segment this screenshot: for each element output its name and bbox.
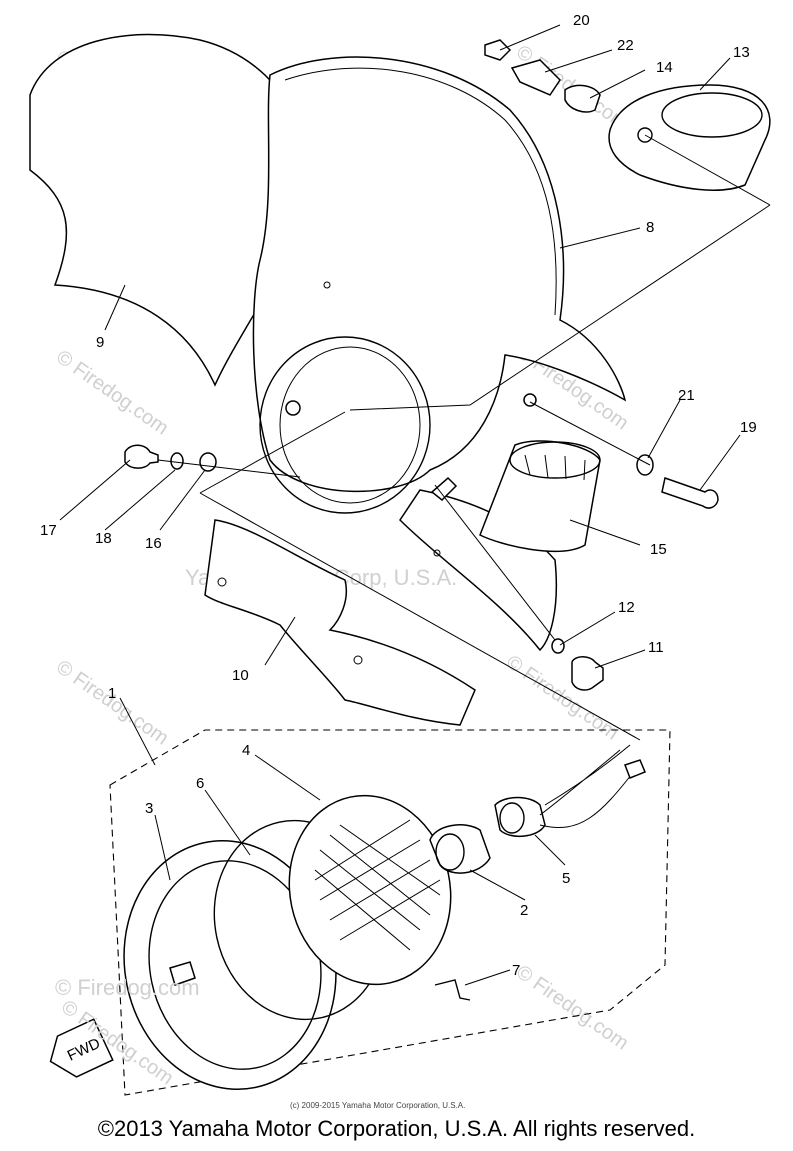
pilot-socket [494, 796, 546, 837]
assembly-line-f [434, 484, 556, 641]
leader-lines [59, 24, 741, 986]
callouts: 20 22 14 13 8 9 21 19 17 18 16 15 12 11 … [40, 12, 757, 979]
callout-1: 1 [108, 685, 116, 702]
cowl-side-hole [523, 393, 537, 407]
callout-22: 22 [617, 37, 634, 54]
washer-21 [636, 454, 654, 476]
callout-5: 5 [562, 870, 570, 887]
pilot-socket-face [499, 802, 525, 834]
washer-16 [199, 452, 217, 472]
watermark-bottom-right: © Firedog.com [512, 961, 632, 1054]
wire-connector [624, 759, 646, 779]
wire-harness [539, 744, 636, 829]
bracket-plate [204, 519, 476, 726]
lens-pattern [314, 819, 441, 951]
callout-12: 12 [618, 599, 635, 616]
callout-10: 10 [232, 667, 249, 684]
fork-clamp [608, 84, 771, 191]
headlight-cowl [252, 56, 627, 493]
cowl-edge [284, 67, 557, 316]
screw-17 [124, 444, 159, 469]
callout-7: 7 [512, 962, 520, 979]
bolt-19 [661, 477, 719, 509]
nut-20 [484, 39, 512, 61]
callout-15: 15 [650, 541, 667, 558]
assembly-line-g [157, 459, 301, 478]
fwd-arrow: FWD [49, 1018, 114, 1078]
assembly-line-e [529, 401, 651, 466]
cable-boot [479, 440, 601, 553]
bulb-socket [429, 824, 491, 874]
clamp-plate [510, 59, 561, 96]
assembly-line-b [644, 134, 771, 206]
cable-boot-top [509, 441, 601, 479]
washer-12 [551, 638, 565, 654]
callout-2: 2 [520, 902, 528, 919]
assembly-line-c [199, 411, 346, 494]
callout-18: 18 [95, 530, 112, 547]
callout-21: 21 [678, 387, 695, 404]
cowl-opening-inner [279, 346, 421, 504]
adjust-spring [434, 979, 471, 1001]
assembly-line-d [199, 492, 641, 741]
cowl-opening [259, 336, 431, 514]
fork-clamp-hole [637, 127, 653, 143]
cable-boot-ribs [524, 454, 586, 481]
watermark-low-left: © Firedog.com [52, 656, 172, 749]
callout-11: 11 [648, 639, 664, 656]
bolt-11 [571, 656, 604, 691]
callout-20: 20 [573, 12, 590, 29]
bracket-tab [430, 476, 458, 502]
fork-clamp-bore [661, 92, 763, 138]
watermark-fwd-left: © Firedog.com [55, 975, 200, 1000]
copyright-notice: ©2013 Yamaha Motor Corporation, U.S.A. A… [97, 1116, 696, 1141]
assembly-line-a [349, 204, 771, 411]
callout-19: 19 [740, 419, 757, 436]
callout-16: 16 [145, 535, 162, 552]
kit-boundary [109, 729, 671, 1096]
callout-17: 17 [40, 522, 57, 539]
bracket-hole [433, 549, 441, 557]
small-copyright: (c) 2009-2015 Yamaha Motor Corporation, … [290, 1101, 466, 1110]
callout-9: 9 [96, 334, 104, 351]
bracket-plate-hole [217, 577, 227, 587]
watermark-mid-left: © Firedog.com [52, 346, 172, 439]
bulb-socket-face [435, 833, 465, 871]
rim-clip [169, 961, 196, 986]
cowl-small-hole [323, 281, 331, 289]
callout-3: 3 [145, 800, 153, 817]
callout-4: 4 [242, 742, 250, 759]
callout-6: 6 [196, 775, 204, 792]
callout-14: 14 [656, 59, 673, 76]
lock-washer-18 [170, 452, 184, 470]
bracket-plate-hole-2 [353, 655, 363, 665]
callout-8: 8 [646, 219, 654, 236]
callout-13: 13 [733, 44, 750, 61]
cowl-mount-hole [285, 400, 301, 416]
collar-14 [564, 84, 601, 113]
